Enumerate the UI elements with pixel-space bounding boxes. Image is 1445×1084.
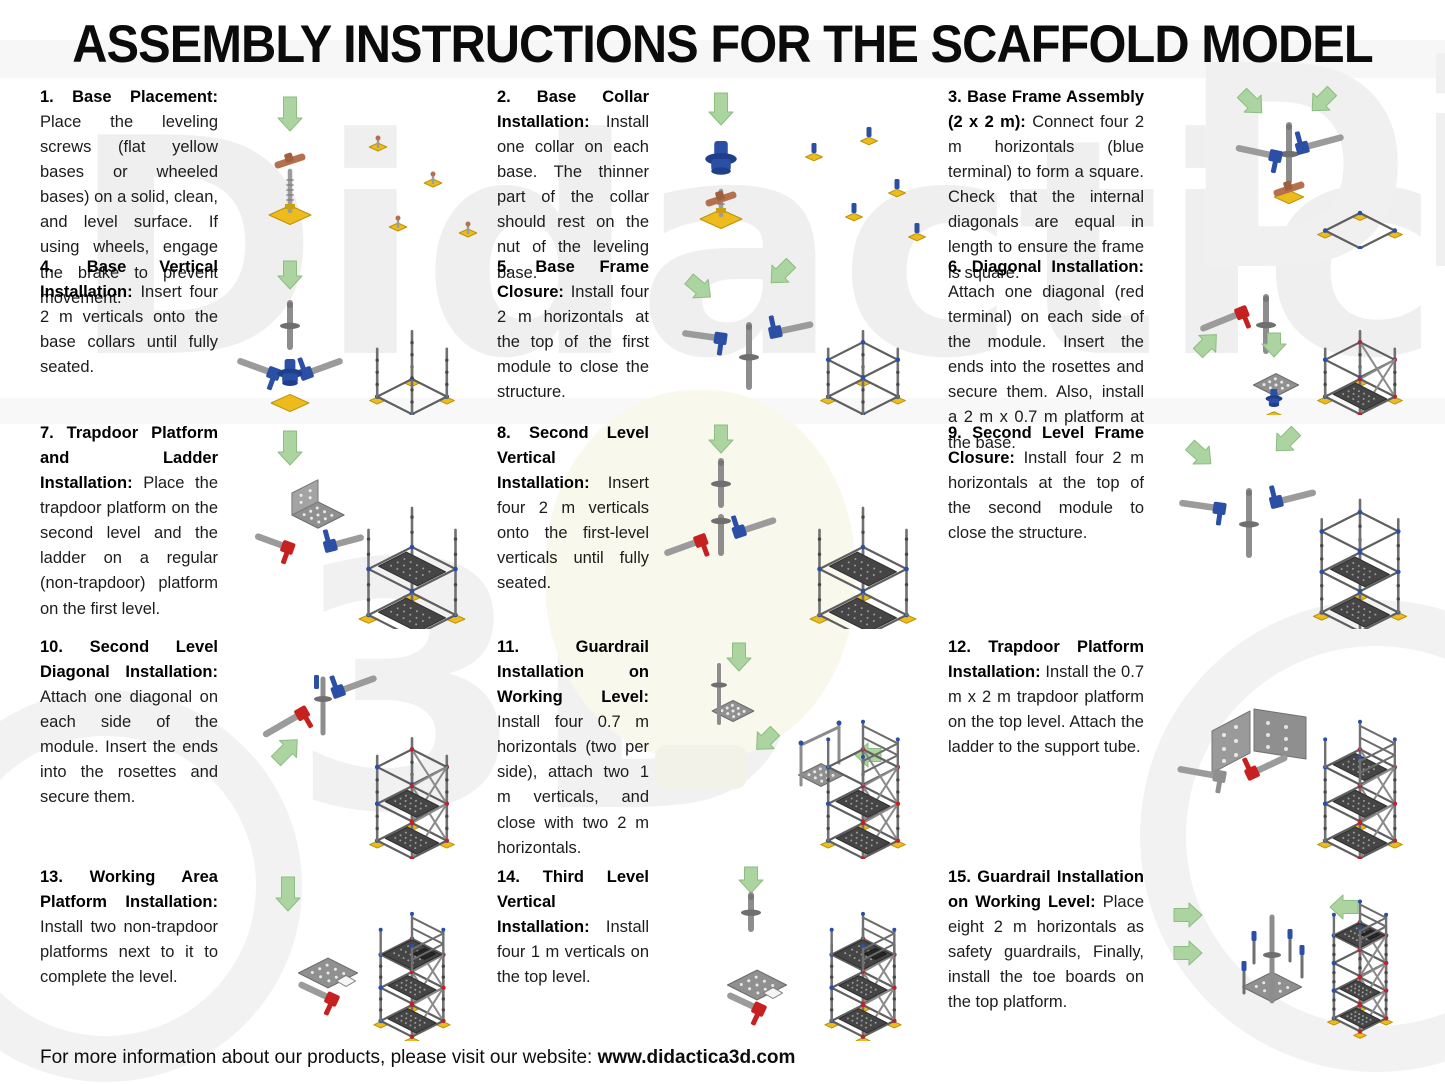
step-2-text: 2. Base Collar Installation: Install one… xyxy=(497,85,649,282)
watermark-did-text: Did xyxy=(1180,7,1445,333)
top-guardrails-toe-boards-icon xyxy=(1173,894,1393,1039)
step-13-text: 13. Working Area Platform Installation: … xyxy=(40,865,218,1041)
illustration-third-level-verticals xyxy=(659,865,948,1041)
illustration-base-verticals xyxy=(228,255,497,415)
step-heading: 14. Third Level Vertical Installation: xyxy=(497,868,649,937)
step-6-text: 6. Diagonal Installation: Attach one dia… xyxy=(948,255,1144,452)
steps-grid: 1. Base Placement: Place the leveling sc… xyxy=(0,79,1445,1041)
step-heading: 7. Trapdoor Platform and Ladder Installa… xyxy=(40,424,218,493)
footer: For more information about our products,… xyxy=(0,1041,1445,1069)
step-15-text: 15. Guardrail Installation on Working Le… xyxy=(948,865,1144,1041)
step-body: Install two non-trapdoor platforms next … xyxy=(40,918,218,987)
step-heading: 8. Second Level Vertical Installation: xyxy=(497,424,649,493)
step-heading: 2. Base Collar Installation: xyxy=(497,88,649,132)
step-body: Install four 2 m horizontals at the top … xyxy=(497,283,649,402)
step-body: Connect four 2 m horizontals (blue termi… xyxy=(948,113,1144,282)
diagonals-and-base-platform-icon xyxy=(1192,294,1403,415)
step-heading: 13. Working Area Platform Installation: xyxy=(40,868,218,912)
step-heading: 6. Diagonal Installation: xyxy=(948,258,1144,276)
step-heading: 5. Base Frame Closure: xyxy=(497,258,649,302)
step-9-cell: 9. Second Level Frame Closure: Install f… xyxy=(948,415,1445,629)
first-module-closure-icon xyxy=(682,257,906,415)
step-heading: 15. Guardrail Installation on Working Le… xyxy=(948,868,1144,912)
illustration-diagonals-and-base-platform xyxy=(1154,255,1445,415)
step-15-cell: 15. Guardrail Installation on Working Le… xyxy=(948,859,1445,1041)
illustration-top-trapdoor-platform xyxy=(1154,635,1445,859)
base-frame-square-icon xyxy=(1235,85,1403,249)
second-module-closure-icon xyxy=(1179,425,1408,629)
step-body: Place eight 2 m horizontals as safety gu… xyxy=(948,893,1144,1012)
footer-text: For more information about our products,… xyxy=(40,1047,598,1068)
step-body: Place the leveling screws (flat yellow b… xyxy=(40,113,218,307)
illustration-base-frame-square xyxy=(1154,85,1445,249)
step-8-cell: 8. Second Level Vertical Installation: I… xyxy=(497,415,948,629)
step-body: Place the trapdoor platform on the secon… xyxy=(40,474,218,618)
step-8-text: 8. Second Level Vertical Installation: I… xyxy=(497,421,649,629)
step-9-text: 9. Second Level Frame Closure: Install f… xyxy=(948,421,1144,629)
step-13-cell: 13. Working Area Platform Installation: … xyxy=(40,859,497,1041)
watermark-band xyxy=(0,40,1445,78)
illustration-first-module-closure xyxy=(659,255,948,415)
illustration-guardrail-working-level xyxy=(659,635,948,859)
illustration-second-module-closure xyxy=(1154,421,1445,629)
step-12-text: 12. Trapdoor Platform Installation: Inst… xyxy=(948,635,1144,859)
page-title: ASSEMBLY INSTRUCTIONS FOR THE SCAFFOLD M… xyxy=(72,15,1373,74)
step-body: Attach one diagonal (red terminal) on ea… xyxy=(948,283,1144,452)
step-5-cell: 5. Base Frame Closure: Install four 2 m … xyxy=(497,249,948,415)
step-3-text: 3. Base Frame Assembly (2 x 2 m): Connec… xyxy=(948,85,1144,282)
illustration-second-level-verticals xyxy=(659,421,948,629)
base-verticals-icon xyxy=(237,260,455,415)
step-10-cell: 10. Second Level Diagonal Installation: … xyxy=(40,629,497,859)
step-1-text: 1. Base Placement: Place the leveling sc… xyxy=(40,85,218,307)
step-14-text: 14. Third Level Vertical Installation: I… xyxy=(497,865,649,1041)
step-heading: 3. Base Frame Assembly (2 x 2 m): xyxy=(948,88,1144,132)
step-1-cell: 1. Base Placement: Place the leveling sc… xyxy=(40,79,497,307)
step-heading: 4. Base Vertical Installation: xyxy=(40,258,218,302)
base-collar-installation-icon xyxy=(699,92,926,242)
trapdoor-platform-ladder-icon xyxy=(254,430,466,629)
third-level-verticals-icon xyxy=(726,866,902,1041)
step-5-text: 5. Base Frame Closure: Install four 2 m … xyxy=(497,255,649,415)
website-url: www.didactica3d.com xyxy=(597,1047,796,1068)
step-7-text: 7. Trapdoor Platform and Ladder Installa… xyxy=(40,421,218,629)
step-heading: 12. Trapdoor Platform Installation: xyxy=(948,638,1144,682)
leveling-base-placement-icon xyxy=(268,96,478,238)
step-body: Install four 1 m verticals on the top le… xyxy=(497,918,649,987)
illustration-working-area-platforms xyxy=(228,865,497,1041)
step-4-text: 4. Base Vertical Installation: Insert fo… xyxy=(40,255,218,415)
top-trapdoor-platform-icon xyxy=(1177,708,1403,859)
step-body: Attach one diagonal on each side of the … xyxy=(40,688,218,807)
illustration-top-guardrails-toe-boards xyxy=(1154,865,1445,1041)
step-body: Insert four 2 m verticals onto the base … xyxy=(40,283,218,377)
step-10-text: 10. Second Level Diagonal Installation: … xyxy=(40,635,218,859)
step-14-cell: 14. Third Level Vertical Installation: I… xyxy=(497,859,948,1041)
step-11-cell: 11. Guardrail Installation on Working Le… xyxy=(497,629,948,859)
illustration-second-level-diagonals xyxy=(228,635,497,859)
illustration-leveling-base-placement xyxy=(228,85,497,249)
step-12-cell: 12. Trapdoor Platform Installation: Inst… xyxy=(948,629,1445,859)
illustration-base-collar-installation xyxy=(659,85,948,249)
step-heading: 1. Base Placement: xyxy=(40,88,218,106)
step-body: Insert four 2 m verticals onto the first… xyxy=(497,474,649,593)
watermark-lightbulb-base xyxy=(655,745,747,789)
second-level-diagonals-icon xyxy=(262,675,455,859)
working-area-platforms-icon xyxy=(275,876,451,1041)
step-body: Install the 0.7 m x 2 m trapdoor platfor… xyxy=(948,663,1144,757)
step-heading: 9. Second Level Frame Closure: xyxy=(948,424,1144,468)
step-2-cell: 2. Base Collar Installation: Install one… xyxy=(497,79,948,282)
step-4-cell: 4. Base Vertical Installation: Insert fo… xyxy=(40,249,497,415)
step-7-cell: 7. Trapdoor Platform and Ladder Installa… xyxy=(40,415,497,629)
step-heading: 11. Guardrail Installation on Working Le… xyxy=(497,638,649,707)
step-3-cell: 3. Base Frame Assembly (2 x 2 m): Connec… xyxy=(948,79,1445,282)
step-body: Install one collar on each base. The thi… xyxy=(497,113,649,282)
watermark-lightbulb xyxy=(545,390,855,760)
step-6-cell: 6. Diagonal Installation: Attach one dia… xyxy=(948,249,1445,452)
illustration-trapdoor-platform-ladder xyxy=(228,421,497,629)
second-level-verticals-icon xyxy=(664,424,917,629)
guardrail-working-level-icon xyxy=(711,642,906,859)
step-11-text: 11. Guardrail Installation on Working Le… xyxy=(497,635,649,859)
step-body: Install four 2 m horizontals at the top … xyxy=(948,449,1144,543)
step-body: Install four 0.7 m horizontals (two per … xyxy=(497,713,649,857)
step-heading: 10. Second Level Diagonal Installation: xyxy=(40,638,218,682)
